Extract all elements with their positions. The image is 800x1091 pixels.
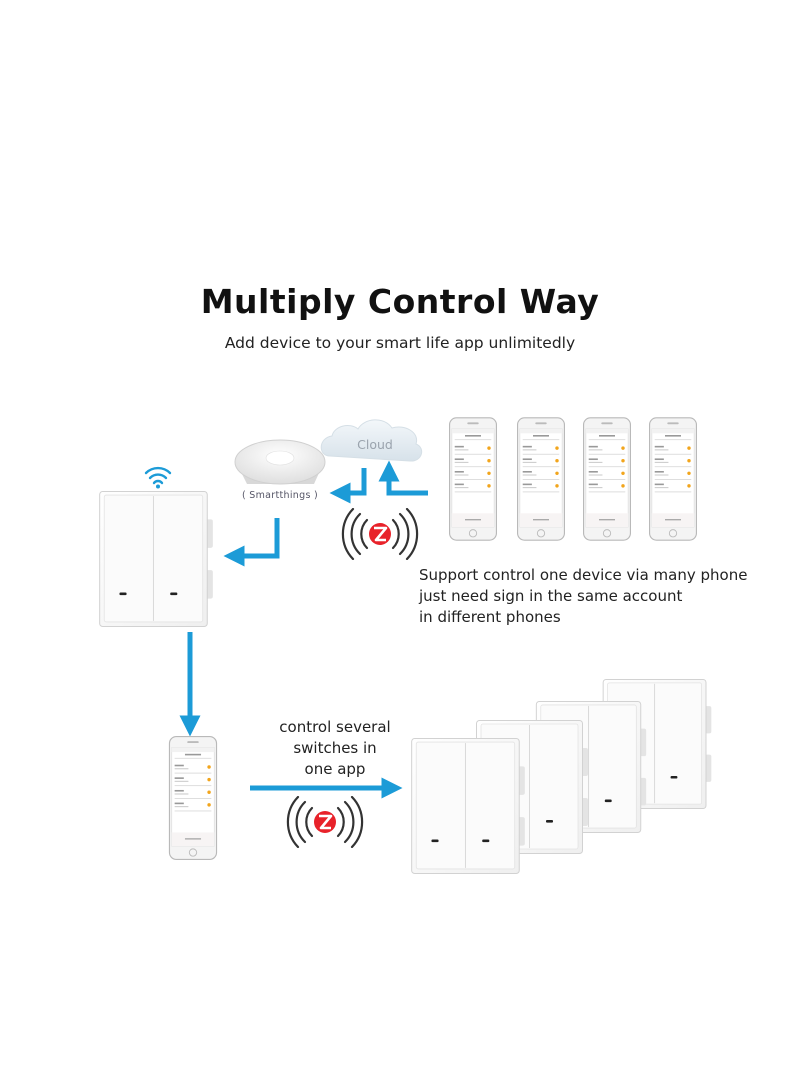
page-title: Multiply Control Way: [200, 282, 600, 321]
smartphone-icon: [583, 417, 631, 541]
wifi-icon: [144, 466, 172, 489]
caption-line: in different phones: [419, 608, 561, 626]
smartthings-hub-icon: [234, 439, 326, 485]
caption-line: switches in: [293, 739, 377, 757]
wall-switch-icon: [411, 738, 526, 874]
several-switches-caption: control several switches in one app: [262, 717, 408, 780]
cloud-icon: [320, 419, 423, 462]
caption-line: control several: [279, 718, 391, 736]
caption-line: just need sign in the same account: [419, 587, 683, 605]
caption-line: Support control one device via many phon…: [419, 566, 748, 584]
zigbee-icon: [341, 508, 419, 560]
switch-stack: [411, 679, 712, 874]
phone-group: [449, 417, 697, 541]
zigbee-icon: [286, 796, 364, 848]
main-wall-switch: [99, 491, 213, 627]
smartphone-icon: [649, 417, 697, 541]
arrow-icon: [179, 460, 428, 799]
caption-line: one app: [304, 760, 366, 778]
smartphone-icon: [517, 417, 565, 541]
smartphone-icon: [168, 736, 218, 860]
page-subtitle: Add device to your smart life app unlimi…: [224, 334, 576, 352]
cloud-label: Cloud: [357, 437, 393, 452]
hub-label: ( Smartthings ): [241, 490, 319, 501]
support-caption: Support control one device via many phon…: [419, 565, 747, 628]
smartphone-icon: [449, 417, 497, 541]
